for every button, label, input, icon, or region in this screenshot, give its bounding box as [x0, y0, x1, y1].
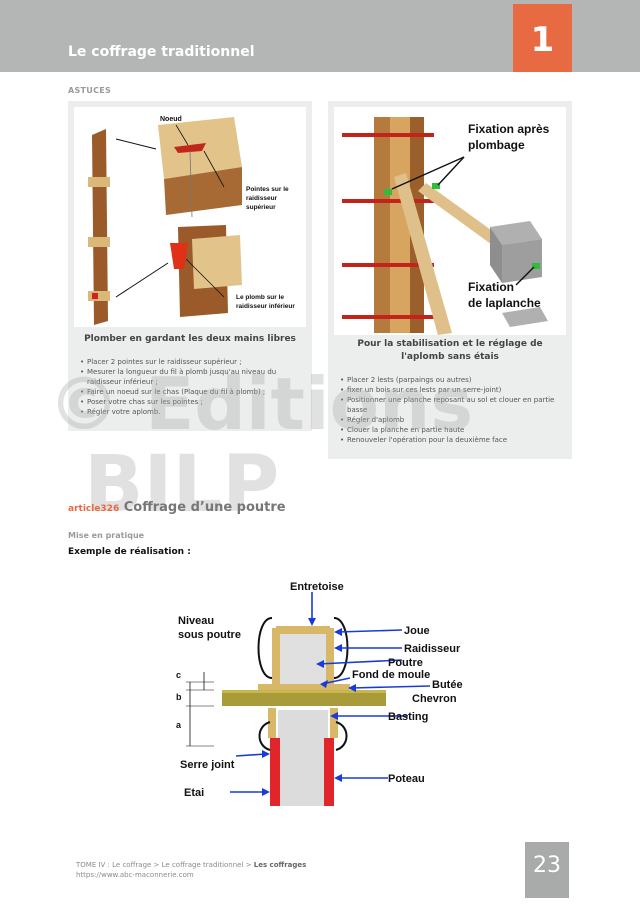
list-item: Régler votre aplomb. — [80, 407, 308, 417]
svg-text:Pointes sur le raidiss: Pointes sur le raidisseur supérieur — [246, 186, 290, 211]
label-pointes-1: Pointes sur le — [246, 186, 289, 193]
label-serre-joint: Serre joint — [180, 759, 235, 771]
label-basting: Basting — [388, 711, 428, 723]
label-pointes-2: raidisseur — [246, 195, 278, 202]
label-plomb-1: Le plomb sur le — [236, 294, 284, 301]
list-item: Renouveler l'opération pour la deuxième … — [340, 435, 568, 445]
list-item: Mesurer la longueur du fil à plomb jusqu… — [80, 367, 308, 387]
beam-formwork-diagram: Entretoise Niveau sous poutre Joue Raidi… — [172, 578, 478, 808]
label-raidisseur: Raidisseur — [404, 643, 461, 655]
list-item: Poser votre chas sur les pointes ; — [80, 397, 308, 407]
dim-label-c: c — [176, 670, 181, 680]
label-fixation-apres-1: Fixation après — [468, 122, 550, 136]
label-fond-de-moule: Fond de moule — [352, 669, 430, 681]
svg-text:Le plomb sur le raidis: Le plomb sur le raidisseur inférieur — [236, 294, 295, 310]
right-card-caption: Pour la stabilisation et le réglage de l… — [357, 339, 543, 362]
label-plomb-2: raidisseur inférieur — [236, 303, 295, 310]
svg-text:Niveau sous poutre: Niveau sous poutre — [178, 615, 241, 641]
page-number: 23 — [525, 842, 569, 898]
label-etai: Etai — [184, 787, 204, 799]
list-item: fixer un bois sur ces lests par un serre… — [340, 385, 568, 395]
footer-breadcrumb: TOME IV : Le coffrage > Le coffrage trad… — [76, 860, 306, 880]
left-card-caption: Plomber en gardant les deux mains libres — [84, 334, 296, 344]
label-butee: Butée — [432, 679, 463, 691]
article-tag: article326 — [68, 504, 120, 514]
list-item: Faire un noeud sur le chas (Plaque du fi… — [80, 387, 308, 397]
tip-card-stabilisation: Fixation après plombage Fixation de lapl… — [328, 101, 572, 459]
breadcrumb-path: TOME IV : Le coffrage > Le coffrage trad… — [76, 861, 254, 869]
list-item: Régler d'aplomb — [340, 415, 568, 425]
header-title: Le coffrage traditionnel — [68, 44, 255, 60]
right-card-list: Placer 2 lests (parpaings ou autres) fix… — [340, 375, 568, 445]
label-fixation-planche-2: de laplanche — [468, 296, 541, 310]
list-item: Placer 2 pointes sur le raidisseur supér… — [80, 357, 308, 367]
list-item: Clouer la planche en partie haute — [340, 425, 568, 435]
section-label: ASTUCES — [68, 86, 112, 95]
label-niveau-2: sous poutre — [178, 629, 241, 641]
breadcrumb-current: Les coffrages — [253, 861, 307, 869]
tip-card-plomb: Noeud Pointes sur le raidisseur supérieu… — [68, 101, 312, 431]
dim-label-b: b — [176, 692, 182, 702]
chapter-number-badge: 1 — [513, 4, 572, 72]
subheading: Mise en pratique — [68, 531, 145, 540]
label-joue: Joue — [404, 625, 430, 637]
svg-text:Fixation après plombag: Fixation après plombage — [468, 122, 553, 152]
plumb-illustration: Noeud Pointes sur le raidisseur supérieu… — [74, 107, 306, 327]
svg-text:Fixation de laplanche: Fixation de laplanche — [468, 280, 541, 310]
label-noeud: Noeud — [160, 116, 182, 123]
list-item: Placer 2 lests (parpaings ou autres) — [340, 375, 568, 385]
label-chevron: Chevron — [412, 693, 457, 705]
label-entretoise: Entretoise — [290, 581, 344, 593]
article-title: Coffrage d’une poutre — [123, 500, 286, 515]
label-niveau-1: Niveau — [178, 615, 214, 627]
label-poutre: Poutre — [388, 657, 423, 669]
label-poteau: Poteau — [388, 773, 425, 785]
watermark-line-2: BILP — [84, 440, 280, 530]
article-heading: article326 Coffrage d’une poutre — [68, 500, 286, 515]
footer-url[interactable]: https://www.abc-maconnerie.com — [76, 871, 194, 879]
label-fixation-apres-2: plombage — [468, 138, 525, 152]
label-pointes-3: supérieur — [246, 204, 276, 211]
label-fixation-planche-1: Fixation — [468, 280, 514, 294]
dim-label-a: a — [176, 720, 182, 730]
example-label: Exemple de réalisation : — [68, 547, 191, 557]
list-item: Positionner une planche reposant au sol … — [340, 395, 568, 415]
bracing-illustration: Fixation après plombage Fixation de lapl… — [334, 107, 566, 335]
left-card-list: Placer 2 pointes sur le raidisseur supér… — [80, 357, 308, 417]
